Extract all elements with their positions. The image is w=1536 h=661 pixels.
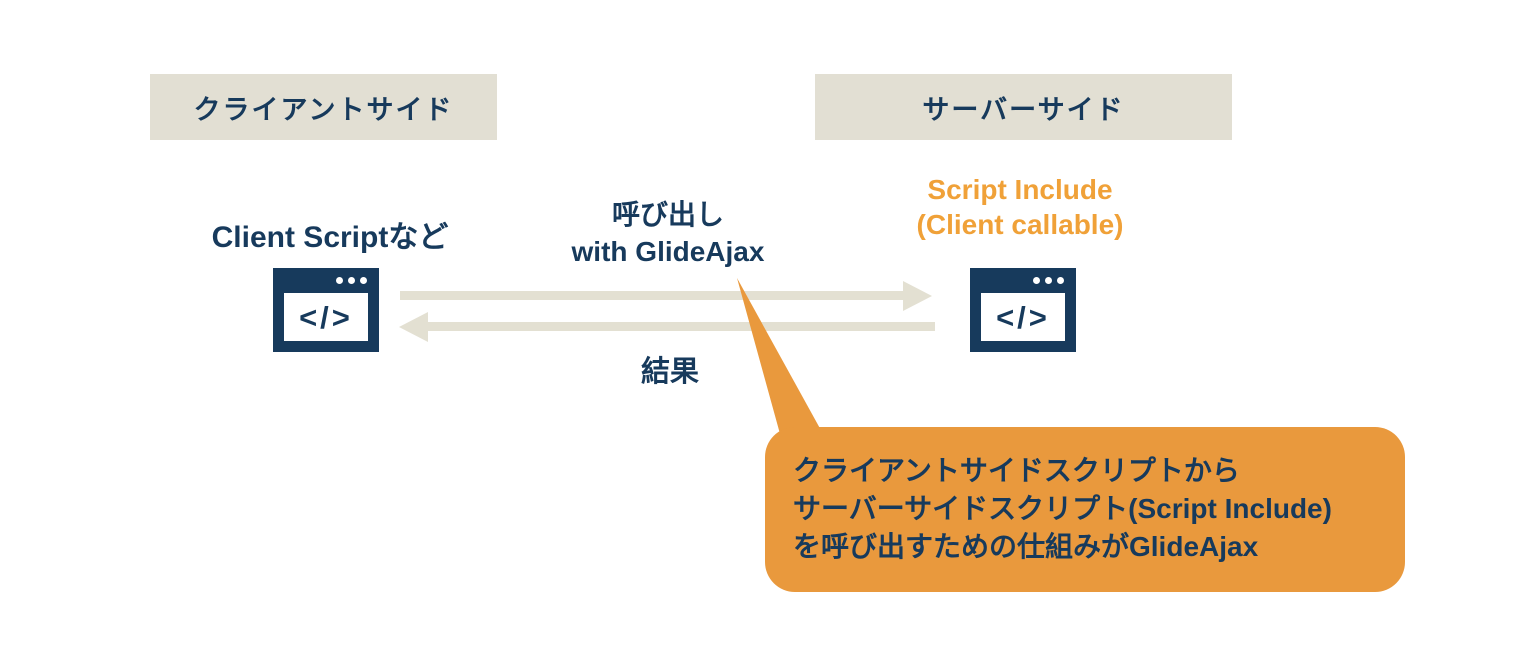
code-glyph: </> — [299, 299, 353, 335]
result-label: 結果 — [640, 356, 699, 388]
server-side-header: サーバーサイド — [815, 74, 1232, 140]
result-arrow-shaft — [428, 322, 935, 331]
client-code-browser-icon: </> — [273, 268, 379, 352]
server-side-header-label: サーバーサイド — [922, 94, 1125, 125]
code-glyph: </> — [996, 299, 1050, 335]
callout-line-2: サーバーサイドスクリプト(Script Include) — [793, 493, 1332, 524]
browser-menu-dots-icon — [336, 277, 367, 284]
glideajax-callout: クライアントサイドスクリプトから サーバーサイドスクリプト(Script Inc… — [765, 427, 1405, 592]
call-arrow-shaft — [400, 291, 905, 300]
browser-screen: </> — [981, 293, 1065, 341]
call-with-glideajax-label: 呼び出し with GlideAjax — [571, 199, 765, 267]
script-include-label: Script Include (Client callable) — [916, 174, 1124, 240]
browser-screen: </> — [284, 293, 368, 341]
call-arrow-head-icon — [903, 281, 932, 311]
callout-tail — [737, 278, 833, 452]
client-side-header: クライアントサイド — [150, 74, 497, 140]
callout-line-3: を呼び出すための仕組みがGlideAjax — [793, 531, 1259, 562]
result-arrow-head-icon — [399, 312, 428, 342]
server-code-browser-icon: </> — [970, 268, 1076, 352]
callout-line-1: クライアントサイドスクリプトから — [793, 455, 1240, 486]
client-side-header-label: クライアントサイド — [193, 94, 454, 125]
client-script-label: Client Scriptなど — [211, 221, 449, 254]
browser-menu-dots-icon — [1033, 277, 1064, 284]
